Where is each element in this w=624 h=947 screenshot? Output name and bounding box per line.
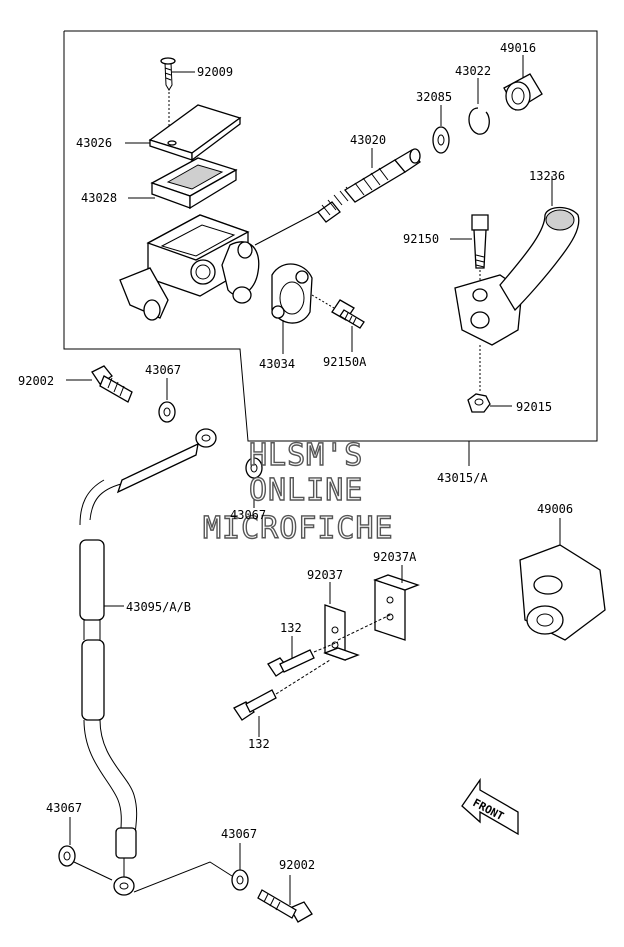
- label-49006: 49006: [537, 502, 573, 516]
- reservoir-cap-43026: [148, 104, 242, 162]
- washer-43067-mid: [245, 457, 263, 479]
- cylinder-body: [119, 214, 260, 321]
- label-43020: 43020: [350, 133, 386, 147]
- washer-43067-bottom-left: [58, 845, 76, 867]
- front-arrow-icon: FRONT: [461, 777, 519, 836]
- label-43067-bottom-left: 43067: [46, 801, 82, 815]
- watermark-line3: MICROFICHE: [203, 511, 394, 546]
- label-132-bottom: 132: [248, 737, 270, 751]
- label-43095AB: 43095/A/B: [126, 600, 191, 614]
- label-49016: 49016: [500, 41, 536, 55]
- washer-32085: [432, 126, 450, 154]
- label-43067-mid: 43067: [230, 508, 266, 522]
- label-92002-bottom: 92002: [279, 858, 315, 872]
- watermark-line2: ONLINE: [249, 473, 363, 508]
- bolt-92150A: [331, 299, 365, 329]
- bracket-92037: [323, 604, 360, 661]
- label-43067-bottom-mid: 43067: [221, 827, 257, 841]
- banjo-bolt-92002-top: [91, 365, 133, 403]
- bolt-132-top: [267, 649, 315, 677]
- banjo-bolt-92002-bottom: [257, 889, 313, 923]
- brake-hose-43095: [79, 428, 217, 896]
- piston-43020: [317, 148, 421, 223]
- label-132-top: 132: [280, 621, 302, 635]
- washer-43067-top: [158, 401, 176, 423]
- holder-49006: [519, 544, 606, 641]
- screw-92009: [160, 57, 176, 91]
- label-92037: 92037: [307, 568, 343, 582]
- assembly-outline: [63, 30, 598, 442]
- label-43026: 43026: [76, 136, 112, 150]
- label-13236: 13236: [529, 169, 565, 183]
- bolt-132-bottom: [233, 689, 277, 721]
- label-92009: 92009: [197, 65, 233, 79]
- label-43034: 43034: [259, 357, 295, 371]
- brake-lever-13236: [454, 206, 580, 346]
- label-92150A: 92150A: [323, 355, 367, 369]
- bracket-92037A: [373, 574, 420, 641]
- label-43067-top: 43067: [145, 363, 181, 377]
- circlip-43022: [468, 107, 490, 135]
- label-32085: 32085: [416, 90, 452, 104]
- label-92037A: 92037A: [373, 550, 417, 564]
- boot-49016: [503, 73, 543, 111]
- clamp-43034: [271, 263, 313, 324]
- label-43022: 43022: [455, 64, 491, 78]
- label-92015: 92015: [516, 400, 552, 414]
- nut-92015: [467, 393, 491, 413]
- label-43028: 43028: [81, 191, 117, 205]
- label-43015A: 43015/A: [437, 471, 488, 485]
- label-92150: 92150: [403, 232, 439, 246]
- label-92002-top: 92002: [18, 374, 54, 388]
- diaphragm-43028: [150, 157, 238, 210]
- washer-43067-bottom-mid: [231, 869, 249, 891]
- pivot-bolt-92150: [471, 214, 489, 269]
- watermark-line1: HLSM'S: [249, 438, 363, 473]
